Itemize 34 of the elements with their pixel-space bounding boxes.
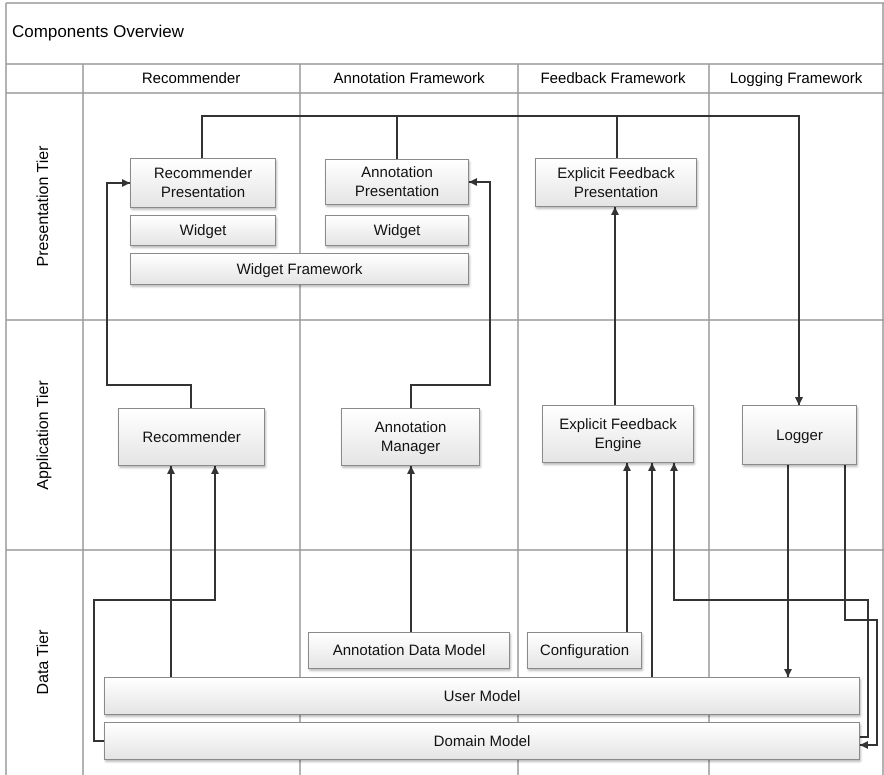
arrow — [611, 207, 619, 405]
component-box: Annotation Data Model — [308, 632, 510, 669]
arrow — [648, 463, 656, 677]
component-box: Widget — [325, 215, 469, 246]
lane-title: Application Tier — [35, 380, 53, 490]
component-box: Widget — [130, 215, 276, 246]
arrow — [407, 466, 415, 632]
arrow — [623, 463, 631, 632]
component-box: Annotation Presentation — [325, 159, 469, 205]
lane-title: Presentation Tier — [35, 146, 53, 266]
component-box: Domain Model — [104, 722, 860, 760]
lane-title: Feedback Framework — [540, 70, 686, 87]
arrow — [844, 465, 878, 749]
arrow — [784, 465, 792, 677]
component-box: Logger — [742, 405, 857, 465]
diagram-title: Components Overview — [12, 22, 184, 42]
component-box: Widget Framework — [130, 253, 469, 285]
arrow — [93, 466, 219, 742]
arrow — [106, 179, 192, 408]
component-box: User Model — [104, 677, 860, 715]
component-box: Recommender — [118, 408, 265, 466]
arrow — [167, 466, 175, 677]
lane-title: Recommender — [142, 70, 240, 87]
arrow — [410, 178, 491, 408]
component-box: Explicit Feedback Presentation — [535, 158, 697, 207]
component-box: Configuration — [527, 632, 642, 669]
component-box: Recommender Presentation — [130, 158, 276, 208]
lane-title: Data Tier — [35, 630, 53, 694]
lane-title: Annotation Framework — [334, 70, 484, 87]
arrow — [670, 463, 869, 738]
component-box: Annotation Manager — [341, 408, 480, 466]
component-box: Explicit Feedback Engine — [542, 405, 694, 463]
lane-title: Logging Framework — [730, 70, 862, 87]
arrow — [616, 115, 803, 405]
